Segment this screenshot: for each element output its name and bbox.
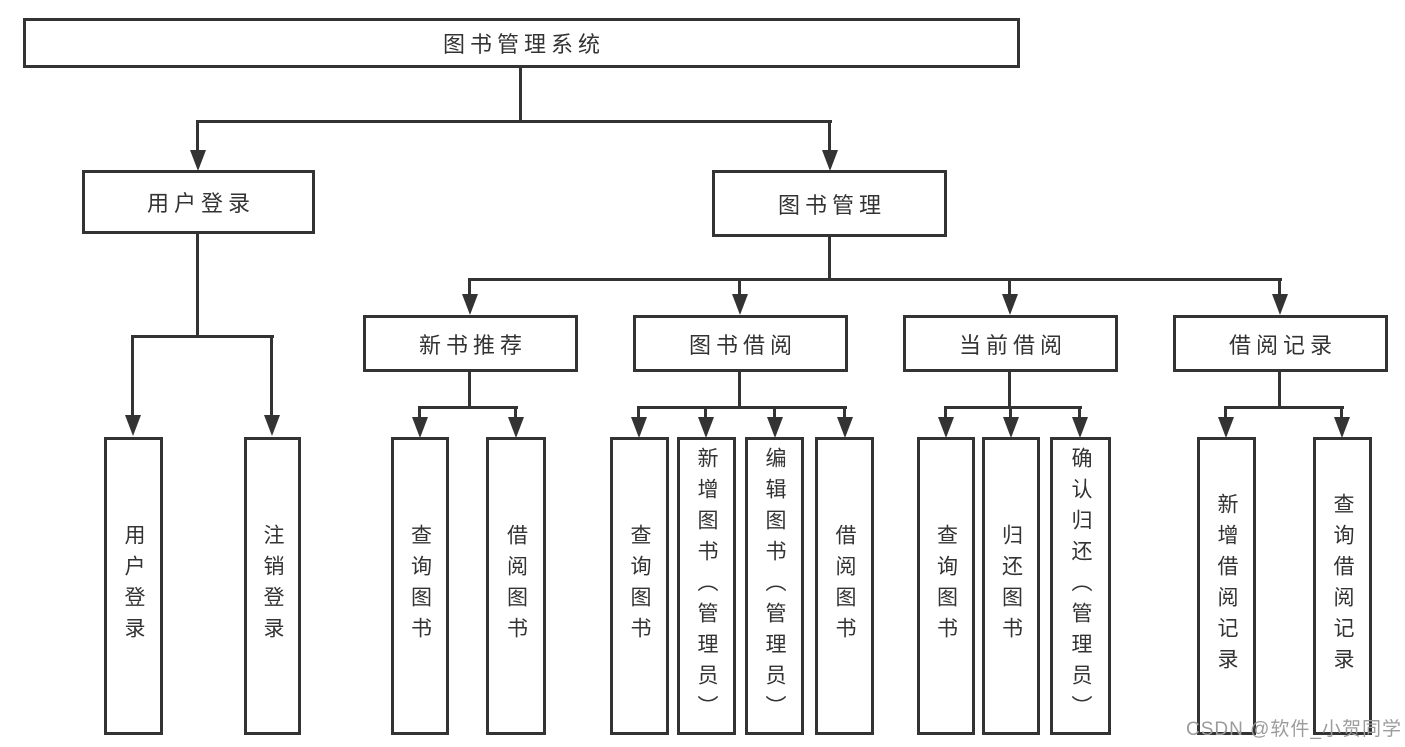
leaf-return-books: 归还图书 (982, 437, 1040, 735)
connector-arrowhead (1218, 417, 1234, 438)
connector-hline (131, 335, 274, 338)
leaf-label: 确认归还（管理员） (1069, 446, 1092, 726)
connector-arrowhead (631, 417, 647, 438)
connector-arrowhead (822, 150, 838, 171)
connector-arrowhead (767, 417, 783, 438)
connector-vline (514, 406, 517, 420)
connector-vline (828, 120, 831, 153)
connector-arrowhead (508, 417, 524, 438)
connector-arrowhead (837, 417, 853, 438)
node-label: 用户登录 (146, 191, 255, 216)
node-label: 当前借阅 (958, 332, 1067, 358)
leaf-label: 用户登录 (122, 524, 145, 648)
connector-vline (1278, 278, 1281, 296)
connector-hline (1224, 406, 1344, 409)
node-user-login: 用户登录 (82, 170, 315, 234)
connector-arrowhead (1072, 417, 1088, 438)
connector-hline (196, 120, 832, 123)
node-new-book-recommend: 新书推荐 (363, 315, 578, 372)
leaf-label: 借阅图书 (833, 524, 856, 648)
leaf-label: 借阅图书 (504, 524, 528, 648)
connector-arrowhead (412, 417, 428, 438)
node-label: 新书推荐 (418, 332, 527, 358)
connector-vline (1278, 372, 1281, 409)
connector-vline (196, 120, 199, 153)
leaf-add-book-admin: 新增图书（管理员） (677, 437, 736, 735)
node-label: 借阅记录 (1228, 332, 1337, 358)
node-label: 图书管理 (777, 192, 886, 218)
connector-arrowhead (462, 294, 478, 315)
connector-vline (468, 372, 471, 409)
leaf-label: 查询图书 (934, 524, 958, 648)
connector-vline (738, 372, 741, 409)
node-book-borrowing: 图书借阅 (633, 315, 848, 372)
connector-vline (944, 406, 947, 420)
leaf-label: 归还图书 (999, 524, 1023, 648)
connector-arrowhead (125, 415, 141, 436)
node-library-management-system: 图书管理系统 (23, 18, 1020, 68)
connector-arrowhead (1272, 294, 1288, 315)
leaf-borrow-books-recommend: 借阅图书 (486, 437, 546, 735)
connector-vline (519, 66, 522, 122)
connector-hline (468, 278, 1282, 281)
connector-vline (196, 233, 199, 338)
watermark-text: CSDN @软件_小贺同学 (1186, 719, 1402, 740)
leaf-query-books-recommend: 查询图书 (391, 437, 449, 735)
connector-vline (131, 335, 134, 418)
connector-vline (1009, 406, 1012, 420)
leaf-label: 编辑图书（管理员） (763, 446, 786, 726)
connector-vline (1008, 372, 1011, 409)
leaf-query-borrow-record: 查询借阅记录 (1313, 437, 1372, 735)
connector-vline (828, 237, 831, 281)
connector-hline (418, 406, 518, 409)
connector-vline (1008, 278, 1011, 296)
leaf-label: 新增图书（管理员） (695, 446, 718, 726)
leaf-add-borrow-record: 新增借阅记录 (1197, 437, 1256, 735)
leaf-label: 新增借阅记录 (1215, 493, 1238, 679)
leaf-borrow-books: 借阅图书 (815, 437, 874, 735)
leaf-label: 注销登录 (261, 524, 284, 648)
connector-arrowhead (698, 417, 714, 438)
connector-vline (704, 406, 707, 420)
leaf-edit-book-admin: 编辑图书（管理员） (745, 437, 804, 735)
connector-vline (1224, 406, 1227, 420)
connector-arrowhead (938, 417, 954, 438)
connector-vline (1340, 406, 1343, 420)
connector-arrowhead (1334, 417, 1350, 438)
connector-arrowhead (1002, 294, 1018, 315)
node-label: 图书管理系统 (442, 32, 605, 57)
connector-arrowhead (732, 294, 748, 315)
connector-vline (1078, 406, 1081, 420)
node-book-management: 图书管理 (712, 170, 947, 237)
leaf-logout: 注销登录 (244, 437, 301, 735)
connector-vline (637, 406, 640, 420)
connector-vline (418, 406, 421, 420)
node-borrowing-records: 借阅记录 (1173, 315, 1388, 372)
connector-vline (270, 335, 273, 418)
node-current-borrowing: 当前借阅 (903, 315, 1118, 372)
leaf-label: 查询图书 (628, 524, 651, 648)
leaf-label: 查询借阅记录 (1331, 493, 1354, 679)
connector-vline (843, 406, 846, 420)
connector-arrowhead (190, 150, 206, 171)
connector-hline (944, 406, 1082, 409)
leaf-query-books-borrow: 查询图书 (610, 437, 669, 735)
leaf-label: 查询图书 (408, 524, 432, 648)
connector-vline (773, 406, 776, 420)
connector-vline (738, 278, 741, 296)
leaf-confirm-return-admin: 确认归还（管理员） (1050, 437, 1111, 735)
connector-vline (468, 278, 471, 296)
connector-hline (637, 406, 847, 409)
leaf-query-books-current: 查询图书 (917, 437, 975, 735)
leaf-user-login: 用户登录 (104, 437, 163, 735)
connector-arrowhead (264, 415, 280, 436)
node-label: 图书借阅 (688, 332, 797, 358)
connector-arrowhead (1003, 417, 1019, 438)
